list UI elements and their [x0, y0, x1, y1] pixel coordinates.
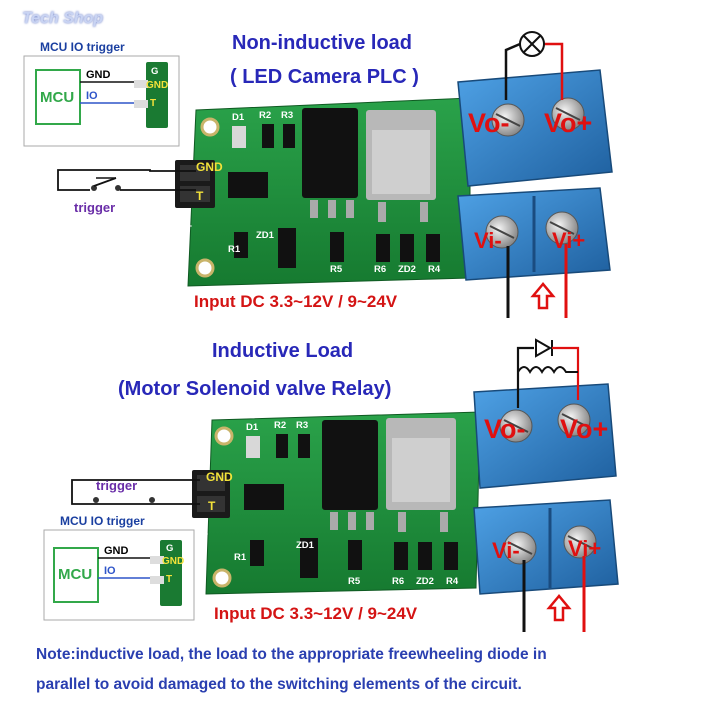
bottom-mcu-pin-g: G [166, 543, 174, 554]
top-title-line2: ( LED Camera PLC ) [230, 66, 419, 88]
bottom-comp-zd2: ZD2 [416, 576, 434, 587]
top-comp-r4: R4 [428, 264, 441, 275]
top-header-t: T [196, 189, 204, 203]
top-mcu-io-wire: IO [86, 90, 98, 102]
bottom-comp-r4: R4 [446, 576, 459, 587]
bottom-header-gnd: GND [206, 470, 233, 484]
top-mcu-caption: MCU IO trigger [40, 40, 125, 54]
top-comp-r3: R3 [281, 110, 294, 121]
bottom-mcu-gnd-wire: GND [104, 545, 129, 557]
bottom-mcu-io-wire: IO [104, 565, 116, 577]
bottom-comp-d1: D1 [246, 422, 259, 433]
bottom-terminal-vo-minus: Vo- [484, 414, 526, 444]
top-header-gnd: GND [196, 160, 223, 174]
top-comp-d1: D1 [232, 112, 245, 123]
top-terminal-vi-minus: Vi- [474, 228, 502, 253]
bottom-title-line2: (Motor Solenoid valve Relay) [118, 378, 392, 400]
bottom-mcu-label: MCU [58, 566, 93, 583]
top-terminal-vi-plus: Vi+ [552, 228, 586, 253]
top-trigger-label: trigger [74, 200, 116, 215]
bottom-mcu-pin-gnd: GND [162, 556, 185, 567]
diode-coil-icon [516, 338, 580, 408]
top-board [23, 31, 613, 318]
top-title-line1: Non-inductive load [232, 32, 412, 54]
bottom-comp-r6: R6 [392, 576, 405, 587]
top-terminal-vo-plus: Vo+ [544, 108, 593, 138]
bottom-comp-r2: R2 [274, 420, 287, 431]
bottom-comp-r3: R3 [296, 420, 309, 431]
top-mcu-pin-t: T [150, 98, 157, 109]
bottom-terminal-vi-plus: Vi+ [568, 536, 602, 561]
logo: Tech Shop [22, 10, 104, 27]
top-mcu-label: MCU [40, 89, 75, 106]
top-comp-r5: R5 [330, 264, 343, 275]
bottom-terminal-vo-plus: Vo+ [560, 414, 609, 444]
bottom-trigger-label: trigger [96, 478, 138, 493]
bottom-pcb-g: G [200, 450, 208, 461]
top-input-text: Input DC 3.3~12V / 9~24V [194, 292, 398, 311]
top-comp-zd2: ZD2 [398, 264, 416, 275]
top-mcu-pin-gnd: GND [146, 80, 169, 91]
bottom-header-t: T [208, 499, 216, 513]
bottom-terminal-vi-minus: Vi- [492, 538, 520, 563]
top-input-arrow [530, 282, 556, 310]
bottom-comp-r5: R5 [348, 576, 361, 587]
bottom-comp-zd1: ZD1 [296, 540, 314, 551]
top-pcb-t: T [186, 224, 192, 235]
bottom-mcu-caption: MCU IO trigger [60, 514, 145, 528]
bottom-input-text: Input DC 3.3~12V / 9~24V [214, 604, 418, 623]
top-mcu-gnd-wire: GND [86, 69, 111, 81]
top-comp-zd1: ZD1 [256, 230, 274, 241]
note-line2: parallel to avoid damaged to the switchi… [36, 676, 522, 693]
top-mcu-pin-g: G [151, 66, 159, 77]
bottom-input-terminal [473, 499, 619, 595]
bottom-mcu-pin-t: T [166, 574, 173, 585]
bottom-pcb-t: T [202, 532, 208, 543]
top-comp-r1: R1 [228, 244, 241, 255]
note-line1: Note:inductive load, the load to the app… [36, 646, 547, 663]
top-comp-r6: R6 [374, 264, 387, 275]
bottom-input-arrow [546, 594, 572, 622]
top-terminal-vo-minus: Vo- [468, 108, 510, 138]
lamp-icon [519, 31, 545, 57]
bottom-comp-r1: R1 [234, 552, 247, 563]
bottom-title-line1: Inductive Load [212, 340, 354, 362]
top-pcb-g: G [186, 142, 194, 153]
top-comp-r2: R2 [259, 110, 272, 121]
bottom-board [43, 338, 619, 632]
